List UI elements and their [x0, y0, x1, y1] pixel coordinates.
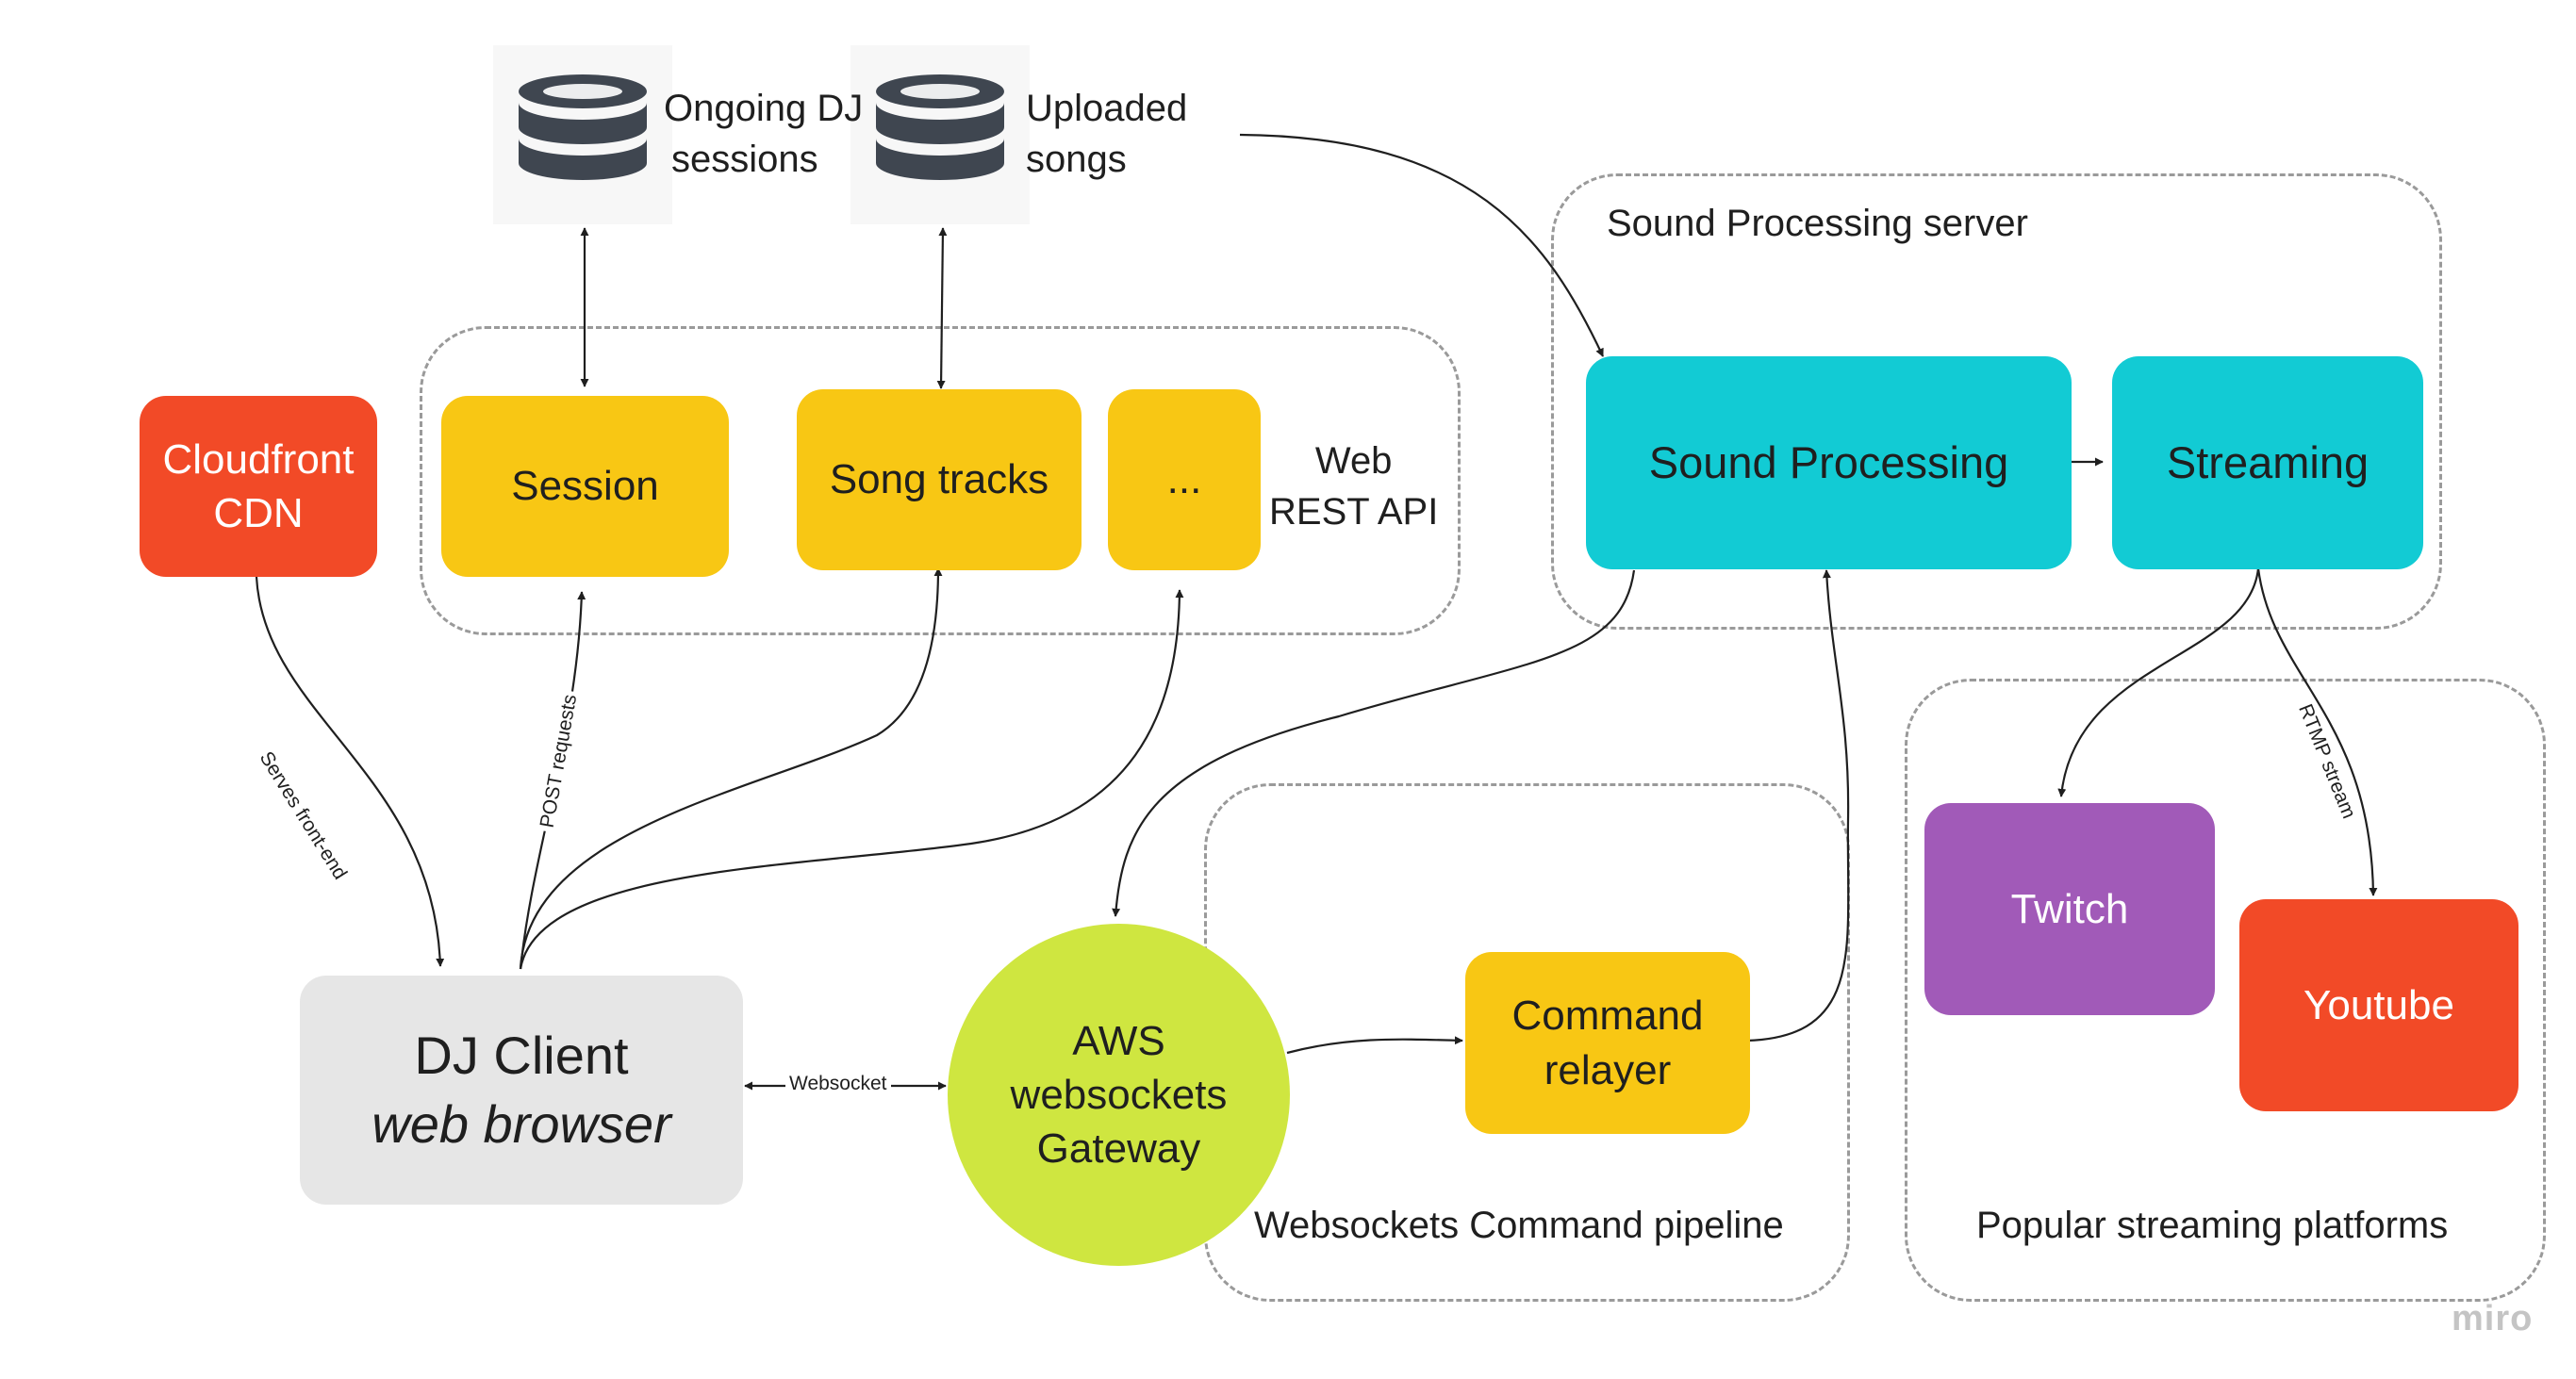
- gateway-to-command-relayer-edge: [1286, 1036, 1463, 1055]
- websocket-edge-label: Websocket: [785, 1073, 891, 1095]
- web-rest-api-label-line1: Web: [1314, 440, 1393, 482]
- command-relayer-label-line1: Command: [1511, 993, 1704, 1040]
- dj-client-node[interactable]: DJ Client web browser: [300, 976, 743, 1205]
- aws-gateway-label-line1: AWS: [1072, 1017, 1165, 1064]
- dj-client-to-song-tracks-edge: [519, 567, 943, 970]
- sound-processing-to-gateway-edge: [1112, 569, 1636, 917]
- cloudfront-to-dj-client-edge: [255, 576, 445, 967]
- uploaded-songs-label-line1: Uploaded: [1026, 88, 1188, 129]
- sound-processing-label: Sound Processing: [1648, 437, 2009, 488]
- cloudfront-label-line1: Cloudfront: [162, 435, 355, 483]
- dj-client-title: DJ Client: [414, 1025, 629, 1085]
- uploaded-songs-label: Uploaded songs: [1026, 83, 1187, 185]
- command-pipeline-label: Websockets Command pipeline: [1254, 1205, 1784, 1246]
- more-endpoints-label: ...: [1166, 456, 1202, 503]
- cloudfront-label-line2: CDN: [213, 490, 304, 536]
- dj-client-subtitle: web browser: [372, 1093, 671, 1154]
- sound-processing-server-group: [1551, 173, 2442, 630]
- sound-processing-server-label: Sound Processing server: [1607, 203, 2028, 244]
- youtube-label: Youtube: [2304, 981, 2454, 1028]
- sound-processing-node[interactable]: Sound Processing: [1586, 356, 2072, 569]
- uploaded-songs-database-icon: [876, 74, 1004, 180]
- twitch-node[interactable]: Twitch: [1924, 803, 2215, 1015]
- youtube-node[interactable]: Youtube: [2239, 899, 2518, 1111]
- miro-watermark: miro: [2452, 1299, 2534, 1338]
- more-endpoints-node[interactable]: ...: [1108, 389, 1261, 570]
- cloudfront-cdn-node[interactable]: Cloudfront CDN: [140, 396, 377, 577]
- streaming-label: Streaming: [2166, 437, 2370, 488]
- streaming-platforms-group: [1905, 679, 2546, 1302]
- command-relayer-node[interactable]: Command relayer: [1465, 952, 1750, 1134]
- session-node[interactable]: Session: [441, 396, 729, 577]
- streaming-node[interactable]: Streaming: [2112, 356, 2423, 569]
- streaming-to-youtube-edge: [2256, 567, 2378, 896]
- web-rest-api-label-line2: REST API: [1269, 491, 1439, 533]
- song-tracks-node[interactable]: Song tracks: [797, 389, 1082, 570]
- ongoing-sessions-label-line2: sessions: [671, 139, 818, 180]
- streaming-platforms-label: Popular streaming platforms: [1976, 1205, 2449, 1246]
- command-relayer-to-sound-processing-edge: [1746, 569, 1850, 1042]
- uploaded-songs-label-line2: songs: [1026, 139, 1127, 180]
- ongoing-sessions-label: Ongoing DJ sessions: [664, 83, 863, 185]
- aws-gateway-label-line3: Gateway: [1036, 1125, 1201, 1173]
- song-tracks-label: Song tracks: [829, 456, 1049, 503]
- uploaded-songs-to-sound-processing-edge: [1239, 133, 1604, 357]
- songs-db-to-song-tracks-edge: [936, 227, 948, 389]
- dj-client-to-more-edge: [519, 589, 1184, 970]
- streaming-to-twitch-edge: [2057, 567, 2260, 797]
- web-rest-api-label: Web REST API: [1269, 435, 1438, 537]
- aws-websockets-gateway-node[interactable]: AWS websockets Gateway: [948, 924, 1290, 1266]
- command-relayer-label-line2: relayer: [1544, 1046, 1672, 1093]
- aws-gateway-label-line2: websockets: [1010, 1071, 1228, 1118]
- session-label: Session: [511, 463, 659, 510]
- twitch-label: Twitch: [2010, 885, 2129, 932]
- ongoing-sessions-label-line1: Ongoing DJ: [664, 88, 864, 129]
- ongoing-sessions-database-icon: [519, 74, 647, 180]
